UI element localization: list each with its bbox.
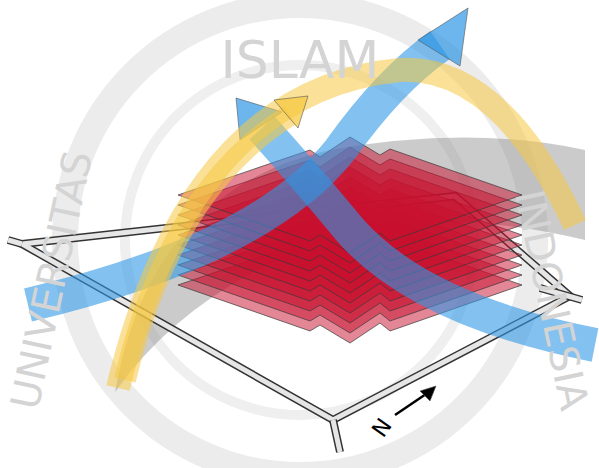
north-arrowhead (420, 386, 436, 401)
sun-path (118, 70, 575, 388)
wind-arrowhead (418, 8, 468, 66)
sun-arrowhead (274, 96, 308, 128)
north-label: N (368, 415, 395, 441)
sun-arrow (125, 115, 290, 380)
watermark-text: ISLAM (221, 34, 380, 86)
